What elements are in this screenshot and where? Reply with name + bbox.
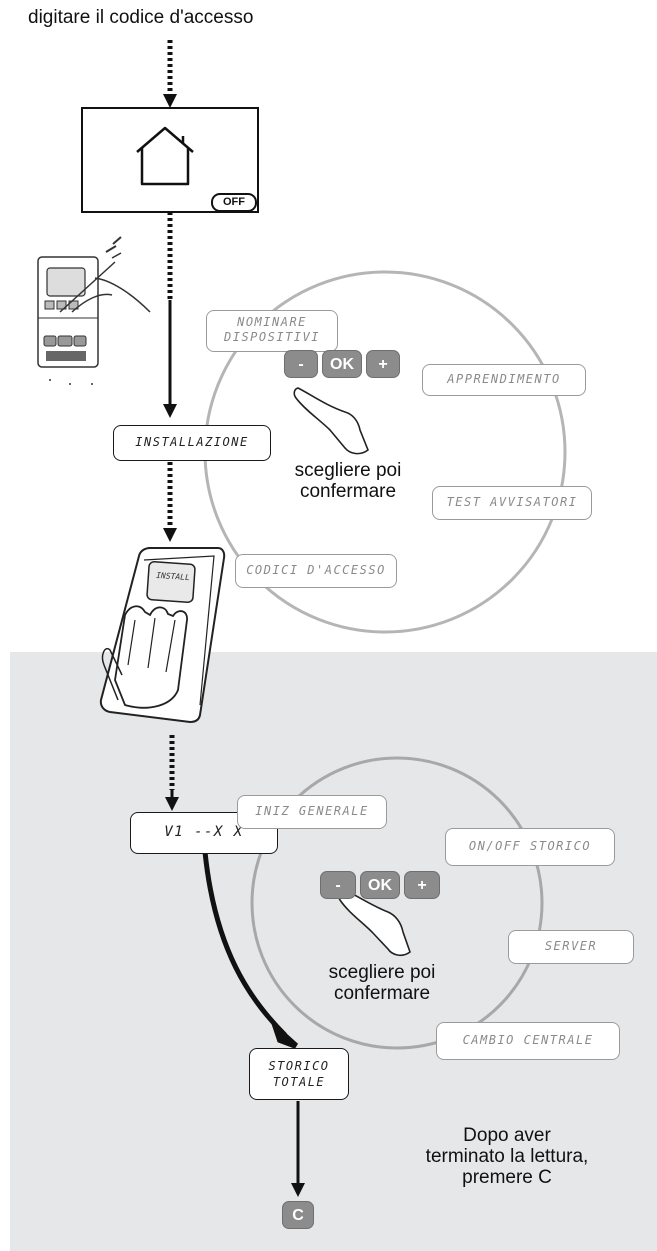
menu1-item-codici-accesso[interactable]: CODICI D'ACCESSO [235,554,397,588]
arrowhead-3 [163,528,177,542]
menu1-caption-line2: confermare [299,481,397,502]
arrow-curve-v1-storico [202,851,287,1037]
menu1-caption-line1: scegliere poi [294,460,402,481]
menu2-caption: scegliere poi confermare [302,962,462,1004]
minus-key[interactable]: - [284,350,318,378]
menu2-ring [250,756,544,1050]
menu2-item-cambio-centrale[interactable]: CAMBIO CENTRALE [436,1022,620,1060]
menu1-item-test-avvisatori[interactable]: TEST AVVISATORI [432,486,592,520]
top-instruction: digitare il codice d'accesso [28,7,254,28]
minus-key[interactable]: - [320,871,356,899]
plus-key[interactable]: + [366,350,400,378]
arrowhead-1 [163,94,177,108]
menu1-item-apprendimento[interactable]: APPRENDIMENTO [422,364,586,396]
arrowhead-2 [163,404,177,418]
menu2-item-on-off-storico[interactable]: ON/OFF STORICO [445,828,615,866]
installazione-box: INSTALLAZIONE [113,425,271,461]
storico-totale-box: STORICO TOTALE [249,1048,349,1100]
handheld-device-illustration [99,547,226,724]
arrowhead-5 [269,1018,299,1049]
arrowhead-6 [291,1183,305,1197]
menu1-item-nominare-dispositivi[interactable]: NOMINARE DISPOSITIVI [206,310,338,352]
menu1-caption: scegliere poi confermare [268,460,428,502]
final-note-line2: terminato la lettura, [425,1146,589,1167]
menu2-caption-line1: scegliere poi [328,962,436,983]
keypad-illustration [37,236,151,385]
plus-key[interactable]: + [404,871,440,899]
ok-key[interactable]: OK [360,871,400,899]
final-note-line1: Dopo aver [463,1125,551,1146]
storico-line1: STORICO [268,1059,330,1073]
menu2-item-iniz-generale[interactable]: INIZ GENERALE [237,795,387,829]
off-badge: OFF [211,193,257,212]
menu2-caption-line2: confermare [333,983,431,1004]
ok-key[interactable]: OK [322,350,362,378]
pointing-hand-icon-1 [293,387,369,455]
menu1-keypad: - OK + [284,350,400,380]
menu2-item-server[interactable]: SERVER [508,930,634,964]
final-note: Dopo aver terminato la lettura, premere … [392,1125,622,1188]
c-key[interactable]: C [282,1201,314,1229]
arrowhead-4 [165,797,179,811]
pointing-hand-icon-2 [337,888,411,957]
pencil-hand-icon [59,252,151,313]
storico-line2: TOTALE [272,1075,326,1089]
final-note-line3: premere C [462,1167,552,1188]
menu2-keypad: - OK + [320,871,440,901]
house-icon [136,126,194,186]
